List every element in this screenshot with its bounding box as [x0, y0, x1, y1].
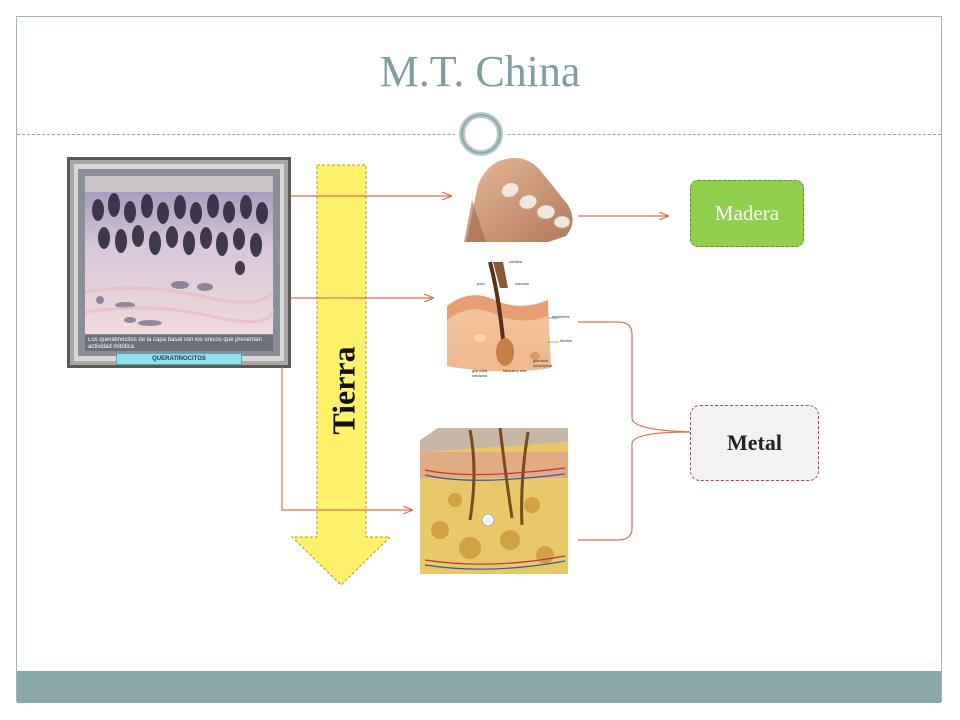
circle-ornament-icon — [455, 109, 507, 159]
hair-label-glandula-sudoripara: glándula sudorípara — [533, 358, 553, 368]
hair-label-dermis: dermis — [560, 338, 573, 343]
hair-follicle-diagram — [447, 261, 559, 372]
tierra-label: Tierra — [322, 330, 366, 450]
connector-to-skin — [281, 367, 412, 510]
tierra-text: Tierra — [325, 345, 362, 435]
down-arrow-icon — [290, 164, 392, 586]
fingernail-photo — [464, 157, 573, 242]
connectors — [281, 196, 691, 541]
skin-cross-section — [420, 427, 568, 574]
hair-label-glandula-sebacea: glándula sebácea — [472, 368, 488, 378]
footer-bar — [17, 671, 941, 703]
keratinocyte-micrograph — [67, 157, 291, 368]
slide-title: M.T. China — [379, 47, 581, 96]
hair-label-foliculo: folículo y raíz — [503, 368, 527, 373]
bracket-upper — [578, 321, 691, 433]
hair-label-pelo: pelo — [477, 281, 485, 286]
hair-label-corteza: corteza — [509, 259, 523, 264]
hair-label-epidermis: epidermis — [552, 314, 570, 319]
micrograph-caption: Los queratinocitos de la capa basal son … — [88, 337, 262, 350]
metal-box: Metal — [690, 405, 819, 481]
madera-box: Madera — [690, 180, 804, 247]
micrograph-label: QUERATINOCITOS — [116, 353, 242, 365]
hair-label-cuticula: cutícula — [515, 281, 529, 286]
bracket-lower — [578, 431, 691, 541]
